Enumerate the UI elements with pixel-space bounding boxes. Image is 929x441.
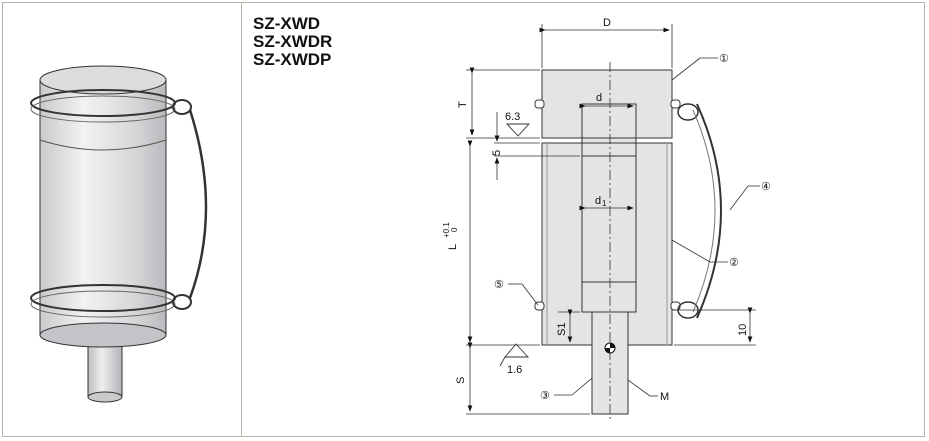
pin-left-upper (534, 99, 545, 109)
callout-5: ⑤ (494, 279, 539, 306)
dim-d-label: d (596, 92, 602, 104)
eyelet-upper (677, 103, 699, 121)
shaft-end (87, 391, 123, 403)
cylinder-bottom (39, 322, 167, 348)
dim-L-label: L (447, 244, 459, 250)
lower-ring-edge (30, 290, 176, 318)
callout-leader (729, 185, 749, 211)
bore-upper (581, 103, 637, 157)
roughness-6-3-icon (505, 123, 531, 137)
dim-D-label: D (603, 17, 611, 29)
callout-leader (671, 239, 711, 263)
roughness-1-6-label: 1.6 (507, 364, 522, 376)
callout-leader (671, 57, 701, 81)
roughness-leader (499, 356, 506, 367)
pin-right-upper (670, 99, 681, 109)
handle-wire (188, 109, 208, 299)
cylinder-top (39, 65, 167, 95)
callout-label: ④ (761, 181, 771, 193)
upper-ring-edge (30, 95, 176, 123)
leader-M (627, 379, 651, 397)
callout-2: ② (671, 239, 739, 269)
bore-lower (581, 281, 637, 313)
callout-label: ⑤ (494, 279, 504, 291)
lower-eyelet (172, 294, 192, 310)
model-list: SZ-XWD SZ-XWDR SZ-XWDP (253, 15, 332, 69)
dim-5-label: 5 (491, 150, 503, 156)
callout-3: ③ (540, 377, 593, 402)
handle-wire-inner (692, 109, 716, 313)
dim-10-label: 10 (737, 324, 749, 336)
center-mark-fill (605, 343, 615, 353)
dim-L-tol-upper: +0.1 (442, 222, 451, 238)
upper-eyelet (172, 99, 192, 115)
callout-1: ① (671, 53, 729, 81)
cylinder-body (39, 79, 167, 336)
panel-divider (241, 3, 242, 436)
dim-T-label: T (457, 101, 469, 108)
callout-label: ③ (540, 390, 550, 402)
callout-4: ④ (729, 181, 771, 211)
product-illustration (30, 65, 208, 403)
dim-d1-label: d (595, 195, 601, 207)
technical-drawing: D d d 1 T 5 6.3 L +0.1 0 S1 (442, 17, 771, 422)
model-name: SZ-XWDP (253, 50, 332, 69)
split-seam (39, 139, 167, 151)
callout-label: ① (719, 53, 729, 65)
dim-S-label: S (455, 377, 467, 384)
dim-L-tol-lower: 0 (450, 227, 459, 232)
dim-S1-label: S1 (556, 323, 568, 336)
dim-d1-subscript: 1 (602, 199, 607, 208)
roughness-1-6-icon (504, 343, 530, 358)
model-name: SZ-XWD (253, 14, 321, 33)
handle-wire-side (696, 103, 722, 319)
callout-leader (521, 283, 539, 306)
model-name: SZ-XWDR (253, 32, 333, 51)
dim-M-label: M (660, 391, 669, 403)
callout-label: ② (729, 257, 739, 269)
roughness-6-3-label: 6.3 (505, 111, 520, 123)
callout-leader (571, 377, 593, 396)
